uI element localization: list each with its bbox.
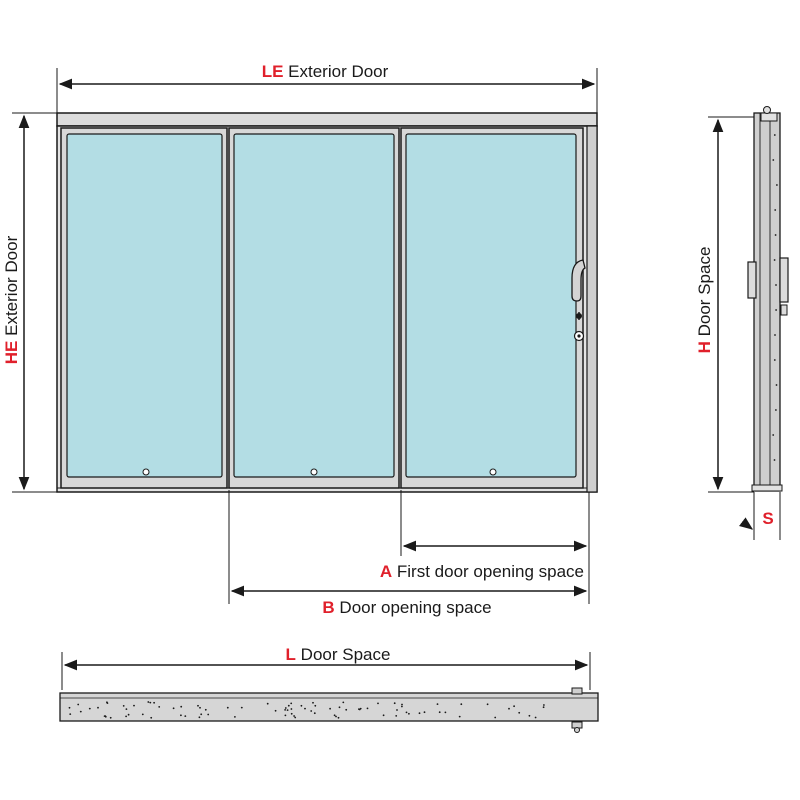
- lock-hole-1: [142, 468, 150, 476]
- glass-pane-2: [233, 133, 395, 478]
- front-view: [56, 112, 598, 493]
- s-label: S: [762, 509, 773, 528]
- side-top-hinge-icon: [763, 106, 771, 114]
- door-panel-1: [60, 127, 228, 489]
- door-handle-icon: [571, 259, 586, 302]
- lock-hole-3: [489, 468, 497, 476]
- opening-dimensions: A First door opening space B Door openin…: [228, 490, 590, 617]
- le-label: LE Exterior Door: [262, 62, 389, 81]
- side-view: H Door Space S: [695, 106, 789, 540]
- door-panel-3: [400, 127, 586, 489]
- side-profile: [753, 112, 781, 492]
- lock-hole-2: [310, 468, 318, 476]
- glass-pane-1: [66, 133, 223, 478]
- door-panel-2: [228, 127, 400, 489]
- track-fixing-icon: [571, 687, 583, 733]
- cylinder-lock-icon: [573, 330, 585, 342]
- b-label: B Door opening space: [322, 598, 491, 617]
- glass-pane-3: [405, 133, 577, 478]
- side-handle-icon: [747, 257, 789, 316]
- he-dimension: HE Exterior Door: [2, 112, 57, 493]
- a-label: A First door opening space: [380, 562, 584, 581]
- key-lock-icon: [576, 312, 582, 320]
- h-label: H Door Space: [695, 247, 714, 354]
- he-label: HE Exterior Door: [2, 235, 21, 364]
- top-rail: [56, 112, 598, 127]
- side-texture: [772, 134, 778, 461]
- top-view-track: L Door Space: [59, 645, 599, 733]
- l-label: L Door Space: [286, 645, 391, 664]
- track-texture: [68, 701, 545, 719]
- track-profile: [59, 692, 599, 722]
- le-dimension: LE Exterior Door: [56, 62, 598, 113]
